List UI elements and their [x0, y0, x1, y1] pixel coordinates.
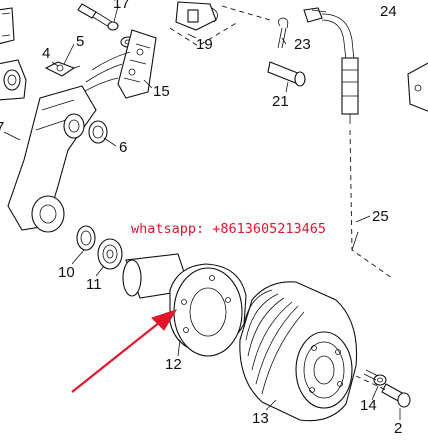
callout-24: 24: [380, 3, 397, 20]
callout-10: 10: [58, 264, 75, 281]
bolt-icon: [77, 3, 119, 31]
callout-12: 12: [165, 356, 182, 373]
flange-icon: [169, 263, 247, 357]
circlip-icon: [88, 120, 108, 144]
callout-17: 17: [113, 0, 130, 12]
callout-5: 5: [76, 33, 84, 50]
bolt-icon: [44, 61, 81, 77]
pin-icon: [277, 17, 289, 49]
callout-11: 11: [86, 276, 102, 293]
callout-13: 13: [252, 410, 269, 427]
bearing-icon: [97, 238, 123, 270]
pulley-icon: [239, 281, 358, 422]
callout-25: 25: [372, 208, 389, 225]
hose-icon: [303, 7, 359, 124]
callout-23: 23: [294, 36, 311, 53]
callout-15: 15: [153, 83, 170, 100]
callout-6: 6: [119, 139, 127, 156]
pointer-arrow-icon: [71, 309, 178, 393]
callout-14: 14: [360, 397, 377, 414]
arm-icon: [7, 85, 97, 233]
bracket-icon: [0, 7, 15, 45]
watermark-text: whatsapp: +8613605213465: [131, 221, 326, 237]
callout-4: 4: [42, 45, 50, 62]
bracket-icon: [407, 62, 428, 112]
callout-19: 19: [196, 36, 213, 53]
pin-icon: [267, 61, 306, 87]
circlip-icon: [76, 225, 96, 251]
callout-21: 21: [272, 93, 289, 110]
bearing-icon: [0, 59, 27, 101]
callout-2: 2: [394, 420, 402, 437]
bracket-icon: [175, 1, 218, 31]
callout-7: 7: [0, 119, 4, 136]
washer-icon: [373, 374, 387, 386]
bracket-icon: [117, 29, 157, 99]
bolt-icon: [363, 369, 411, 408]
